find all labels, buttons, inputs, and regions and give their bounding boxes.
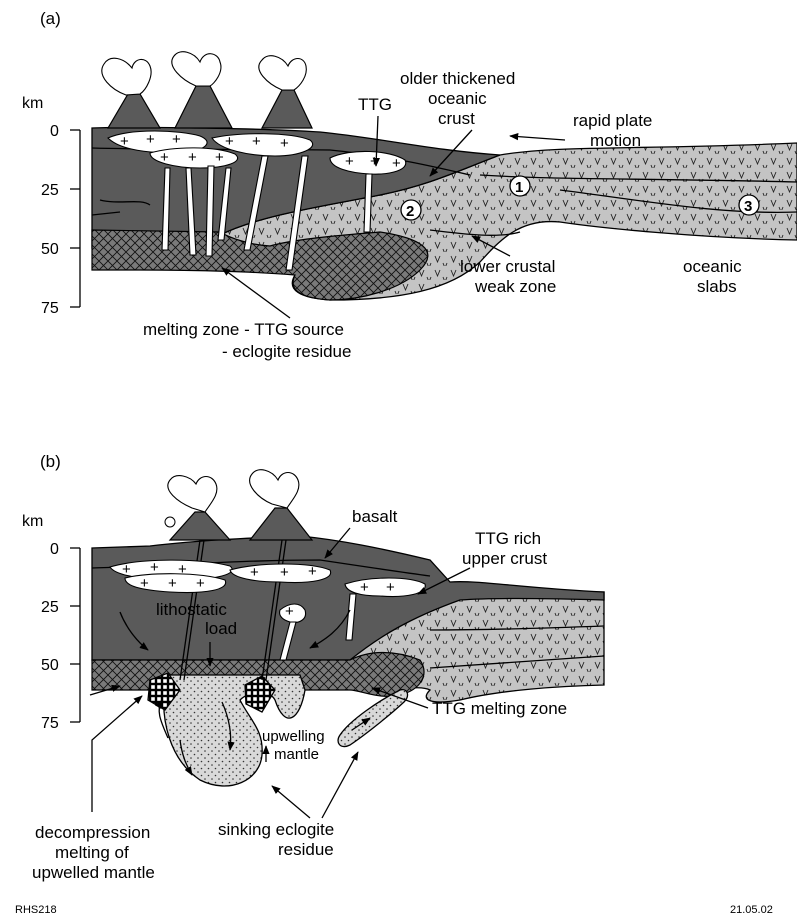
svg-text:melting zone - TTG source: melting zone - TTG source (143, 320, 344, 339)
panel-a-label-rapid-plate: rapid plate motion (510, 111, 652, 150)
svg-text:TTG: TTG (358, 95, 392, 114)
marker-3: 3 (744, 198, 752, 215)
panel-b-depth-axis: km 0 25 50 75 (22, 513, 80, 732)
svg-text:upper crust: upper crust (462, 549, 547, 568)
svg-text:+: + (345, 153, 354, 170)
svg-text:+: + (140, 575, 149, 592)
svg-text:load: load (205, 619, 237, 638)
svg-text:+: + (280, 564, 289, 581)
svg-text:+: + (196, 575, 205, 592)
svg-text:upwelled mantle: upwelled mantle (32, 863, 155, 882)
svg-text:+: + (360, 579, 369, 596)
svg-text:- eclogite residue: - eclogite residue (222, 342, 351, 361)
panel-b-tick-25: 25 (41, 599, 59, 616)
marker-2: 2 (406, 203, 414, 220)
svg-text:slabs: slabs (697, 277, 737, 296)
svg-text:weak zone: weak zone (474, 277, 556, 296)
svg-text:melting of: melting of (55, 843, 129, 862)
panel-a-tick-0: 0 (50, 123, 59, 140)
panel-a-axis-unit: km (22, 95, 43, 112)
svg-text:lower crustal: lower crustal (460, 257, 555, 276)
svg-text:lithostatic: lithostatic (156, 600, 227, 619)
svg-text:+: + (178, 561, 187, 578)
svg-text:mantle: mantle (274, 746, 319, 763)
svg-text:+: + (188, 149, 197, 166)
svg-text:+: + (252, 133, 261, 150)
svg-text:basalt: basalt (352, 507, 398, 526)
panel-a-tick-25: 25 (41, 182, 59, 199)
svg-text:TTG melting zone: TTG melting zone (432, 699, 567, 718)
svg-text:+: + (386, 579, 395, 596)
svg-text:rapid plate: rapid plate (573, 111, 652, 130)
panel-a-tick-75: 75 (41, 300, 59, 317)
svg-text:oceanic: oceanic (428, 89, 487, 108)
panel-a-tag: (a) (40, 9, 61, 28)
svg-text:upwelling: upwelling (262, 728, 325, 745)
svg-text:crust: crust (438, 109, 475, 128)
panel-a-depth-axis: km 0 25 50 75 (22, 95, 80, 317)
panel-b-sinking-eclogite (338, 690, 407, 747)
svg-text:+: + (285, 603, 294, 620)
panel-b-tag: (b) (40, 452, 61, 471)
svg-text:+: + (160, 149, 169, 166)
panel-a: (a) km 0 25 50 75 (22, 9, 797, 361)
panel-b-tick-50: 50 (41, 657, 59, 674)
panel-b-tick-75: 75 (41, 715, 59, 732)
svg-text:+: + (280, 135, 289, 152)
svg-text:+: + (146, 131, 155, 148)
marker-1: 1 (515, 179, 523, 196)
svg-text:+: + (215, 149, 224, 166)
svg-text:+: + (122, 561, 131, 578)
svg-text:+: + (225, 133, 234, 150)
svg-text:+: + (370, 153, 379, 170)
svg-text:oceanic: oceanic (683, 257, 742, 276)
svg-text:motion: motion (590, 131, 641, 150)
svg-text:+: + (172, 131, 181, 148)
svg-text:+: + (150, 559, 159, 576)
svg-text:decompression: decompression (35, 823, 150, 842)
svg-text:older thickened: older thickened (400, 69, 515, 88)
svg-text:+: + (168, 575, 177, 592)
svg-text:sinking eclogite: sinking eclogite (218, 820, 334, 839)
panel-a-tick-50: 50 (41, 241, 59, 258)
panel-b-axis-unit: km (22, 513, 43, 530)
footer-date: 21.05.02 (730, 904, 773, 916)
footer: RHS218 21.05.02 (15, 904, 773, 916)
svg-text:TTG rich: TTG rich (475, 529, 541, 548)
svg-text:+: + (120, 133, 129, 150)
svg-text:+: + (308, 563, 317, 580)
svg-text:residue: residue (278, 840, 334, 859)
footer-code: RHS218 (15, 904, 57, 916)
panel-a-label-oceanic-slabs: oceanic slabs (683, 257, 742, 296)
panel-a-volcanoes (102, 52, 312, 128)
panel-b: (b) km 0 25 50 75 (22, 452, 604, 882)
svg-text:+: + (392, 155, 401, 172)
svg-text:+: + (250, 564, 259, 581)
panel-b-tick-0: 0 (50, 541, 59, 558)
